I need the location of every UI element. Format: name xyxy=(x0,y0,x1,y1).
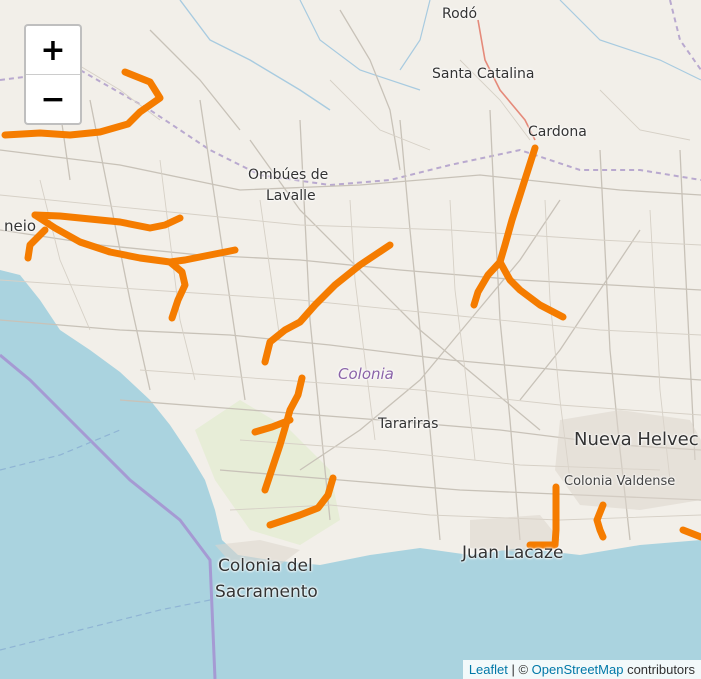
overlay-route-3 xyxy=(31,211,239,266)
route-rodo-cardona xyxy=(477,19,536,141)
place-label-colonia-valdense: Colonia Valdense xyxy=(564,474,676,489)
place-label-sacramento: Sacramento xyxy=(215,582,318,602)
overlay-route-12 xyxy=(526,483,560,549)
place-label-lavalle: Lavalle xyxy=(266,188,316,204)
place-label-juan-lacaze: Juan Lacaze xyxy=(462,543,564,563)
place-label-nueva-helvecia: Nueva Helvec xyxy=(574,429,699,450)
place-label-colonia-department: Colonia xyxy=(338,365,394,383)
overlay-route-14 xyxy=(679,526,701,541)
place-label-rodo: Rodó xyxy=(442,6,478,22)
overlay-route-4 xyxy=(24,226,49,262)
overlay-route-1 xyxy=(1,68,164,139)
place-label-tarariras: Tarariras xyxy=(378,416,439,432)
attribution-contributors: contributors xyxy=(623,662,695,677)
map-attribution: Leaflet | © OpenStreetMap contributors xyxy=(462,660,701,679)
place-label-fragment: neio xyxy=(4,217,37,235)
zoom-control: + − xyxy=(24,24,82,125)
overlay-route-7 xyxy=(261,374,306,494)
attribution-separator: | © xyxy=(507,662,532,677)
overlay-route-10 xyxy=(470,144,539,309)
overlay-route-9 xyxy=(266,474,337,529)
zoom-out-button[interactable]: − xyxy=(26,74,80,123)
place-label-ombues-de: Ombúes de xyxy=(248,167,329,183)
overlay-route-2 xyxy=(31,211,184,232)
place-label-cardona: Cardona xyxy=(528,124,587,140)
place-label-santa-catalina: Santa Catalina xyxy=(432,66,535,82)
overlay-route-6 xyxy=(261,241,394,366)
overlay-route-5 xyxy=(166,258,189,322)
overlay-route-13 xyxy=(593,501,607,541)
zoom-in-button[interactable]: + xyxy=(40,32,66,68)
place-label-colonia-del: Colonia del xyxy=(218,556,313,576)
overlay-route-8 xyxy=(251,416,294,436)
overlay-route-11 xyxy=(496,258,567,321)
leaflet-link[interactable]: Leaflet xyxy=(468,662,508,677)
openstreetmap-link[interactable]: OpenStreetMap xyxy=(531,662,624,677)
river-water xyxy=(0,270,701,679)
